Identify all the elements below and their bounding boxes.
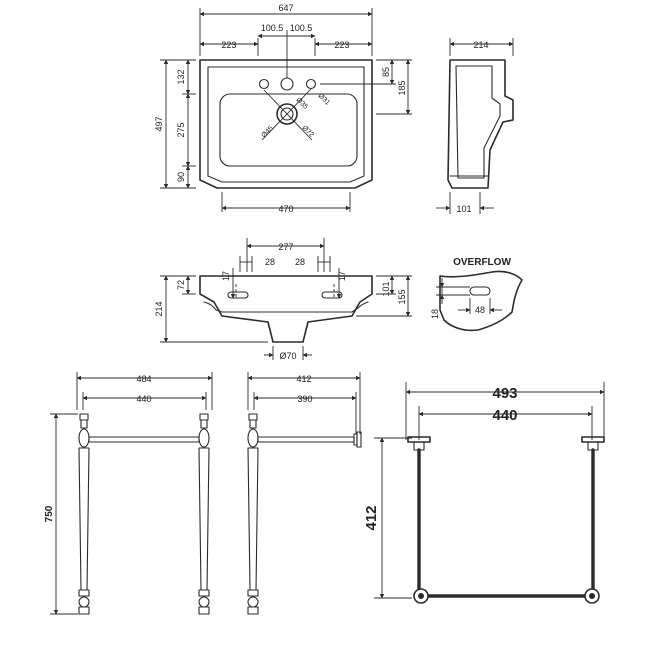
- dim-tap-hole-offset: 85: [381, 67, 391, 77]
- dim-top-outer-width: 493: [492, 385, 517, 402]
- waste-inner: [280, 107, 294, 121]
- dim-tap-zone-depth: 185: [397, 80, 407, 95]
- dim-front-total-height: 214: [154, 301, 164, 316]
- dim-bowl-depth: 275: [176, 122, 186, 137]
- dim-back-depth: 132: [176, 69, 186, 84]
- dim-hole-spacing: 277: [278, 242, 293, 252]
- left-overflow-slot: [227, 291, 249, 299]
- dim-right-offset: 223: [334, 40, 349, 50]
- basin-top-rim: [207, 66, 365, 183]
- stand-right-leg: [198, 413, 210, 615]
- right-overflow-slot: [321, 291, 343, 299]
- stand-left-leg: [78, 413, 90, 615]
- dim-stand-outer-width: 484: [136, 374, 151, 384]
- dim-stand-height: 750: [44, 505, 55, 522]
- wall-flange-outer: [356, 431, 362, 448]
- dim-side-inner-width: 390: [297, 394, 312, 404]
- dim-right-hole-height: 17: [337, 271, 347, 281]
- basin-front-view: 277 28 28 17 17 214 72 101 155: [154, 238, 412, 361]
- waste-outer-dia: Ø72: [301, 124, 315, 138]
- dim-front-depth: 90: [176, 172, 186, 182]
- tap-hole: [280, 77, 294, 91]
- dim-top-depth: 412: [363, 505, 380, 530]
- dim-half-right: 100.5: [290, 23, 313, 33]
- dim-right-rim-height: 101: [381, 281, 391, 296]
- basin-top-outline: [199, 59, 373, 189]
- basin-front-outline: [199, 275, 373, 343]
- dim-right-hole-width: 28: [295, 257, 305, 267]
- dim-left-rim-height: 72: [176, 280, 186, 290]
- dim-bottom-width: 470: [278, 204, 293, 214]
- stand-front-rail: [88, 436, 200, 443]
- waste-outer: [276, 103, 298, 125]
- dim-left-hole-height: 17: [221, 271, 231, 281]
- right-side-hole: [305, 78, 317, 90]
- basin-side-view: 214 101: [436, 38, 514, 214]
- dim-front-waste-dia: Ø70: [279, 351, 296, 361]
- dim-stand-inner-width: 440: [136, 394, 151, 404]
- dim-top-inner-width: 440: [492, 407, 517, 424]
- overflow-outline: [439, 270, 523, 332]
- dim-width-647: 647: [278, 3, 293, 13]
- basin-front-lip: [203, 301, 369, 313]
- stand-front-view: 484 440 750: [44, 372, 213, 615]
- basin-top-view: Ø35 Ø31 Ø45 Ø72 647 223 100.5 100.5 223 …: [154, 3, 412, 214]
- side-hole-dia: Ø31: [317, 92, 331, 106]
- stand-side-view: 412 390: [247, 372, 362, 615]
- stand-side-rail: [257, 436, 355, 443]
- dim-side-outer-width: 412: [296, 374, 311, 384]
- dim-right-total-height: 155: [397, 289, 407, 304]
- dim-overflow-width: 48: [475, 305, 485, 315]
- dim-wall-offset: 101: [456, 204, 471, 214]
- left-side-hole: [258, 78, 270, 90]
- dim-total-depth: 497: [154, 116, 164, 131]
- overflow-detail: OVERFLOW 18 48: [430, 257, 523, 332]
- dim-half-left: 100.5: [261, 23, 284, 33]
- basin-side-inner: [455, 65, 501, 179]
- stand-side-leg: [247, 413, 259, 615]
- dim-left-offset: 223: [221, 40, 236, 50]
- basin-bowl: [219, 93, 358, 167]
- basin-side-outline: [447, 59, 514, 189]
- overflow-title: OVERFLOW: [453, 257, 511, 268]
- right-wall-flange: [581, 436, 605, 443]
- dim-left-hole-width: 28: [265, 257, 275, 267]
- dim-side-depth: 214: [473, 40, 488, 50]
- dim-overflow-height: 18: [430, 309, 440, 319]
- waste-dia: Ø45: [260, 125, 274, 139]
- overflow-slot: [469, 286, 491, 296]
- stand-top-view: 493 440 412: [363, 382, 605, 604]
